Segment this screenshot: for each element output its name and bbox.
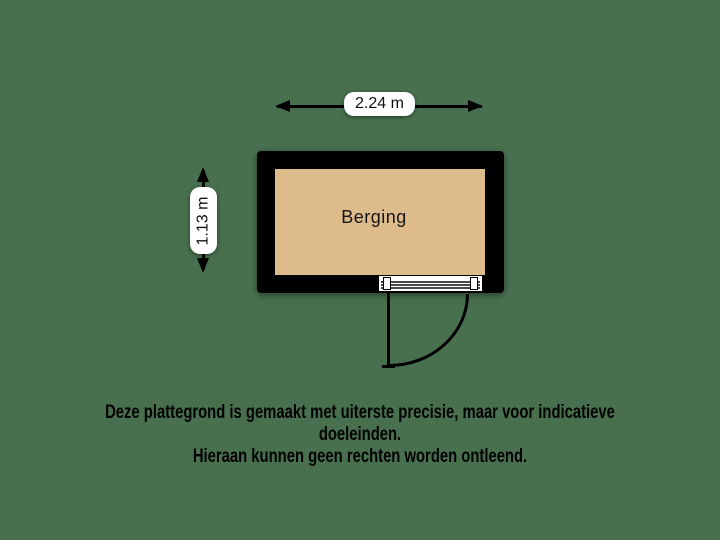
window-pane-line: [381, 284, 480, 286]
door-swing-arc-icon: [389, 294, 469, 367]
arrow-left-icon: [275, 100, 290, 112]
disclaimer-line-1: Deze plattegrond is gemaakt met uiterste…: [105, 402, 615, 445]
door-leaf-end: [382, 365, 395, 368]
disclaimer-line-2: Hieraan kunnen geen rechten worden ontle…: [192, 446, 528, 467]
window-frame-post: [383, 277, 391, 290]
height-dimension-label: 1.13 m: [190, 187, 217, 254]
arrow-right-icon: [468, 100, 483, 112]
width-dimension-value: 2.24 m: [355, 95, 404, 112]
height-dimension-value: 1.13 m: [194, 196, 212, 245]
window-frame-post: [470, 277, 478, 290]
room-floor: Berging: [275, 169, 485, 275]
disclaimer-text: Deze plattegrond is gemaakt met uiterste…: [79, 402, 641, 468]
arrow-down-icon: [197, 258, 209, 273]
arrow-up-icon: [197, 167, 209, 182]
window-pane-line: [381, 287, 480, 289]
window-pane-line: [381, 281, 480, 283]
door-leaf: [387, 293, 390, 367]
window-symbol: [378, 275, 483, 292]
width-dimension-label: 2.24 m: [344, 92, 415, 116]
room-name-label: Berging: [341, 206, 407, 227]
